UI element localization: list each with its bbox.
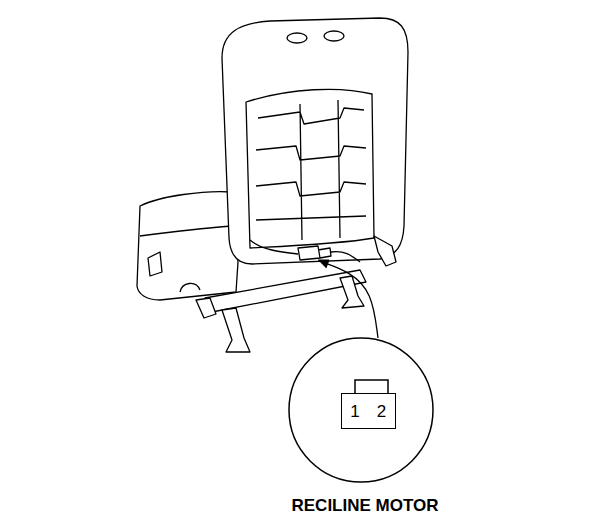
pin-number: 2 <box>377 403 386 420</box>
seat-cushion <box>137 192 238 300</box>
arrowhead <box>318 260 329 268</box>
seat-connector <box>298 246 331 260</box>
seat-leg <box>222 308 250 352</box>
headrest-hole <box>287 33 307 43</box>
frame-wire <box>256 100 366 240</box>
seat-leg <box>340 276 364 308</box>
pin-cell: 1 <box>341 393 369 429</box>
connector-tab <box>355 380 388 394</box>
cushion-side <box>140 226 232 292</box>
part-name: RECILINE MOTOR <box>291 496 438 516</box>
seat-rail <box>205 270 366 312</box>
seat-drawing <box>137 18 408 352</box>
leader-line <box>322 262 378 338</box>
seatback <box>222 18 408 264</box>
seatback-frame <box>246 89 374 248</box>
pin-number: 1 <box>350 403 359 420</box>
pin-cell: 2 <box>368 393 396 429</box>
recline-lever <box>374 236 396 266</box>
leader-group <box>318 260 378 338</box>
harness-wire <box>250 240 360 262</box>
callout-circle <box>289 338 433 482</box>
seat-leg <box>196 298 216 318</box>
headrest-hole <box>324 31 344 41</box>
